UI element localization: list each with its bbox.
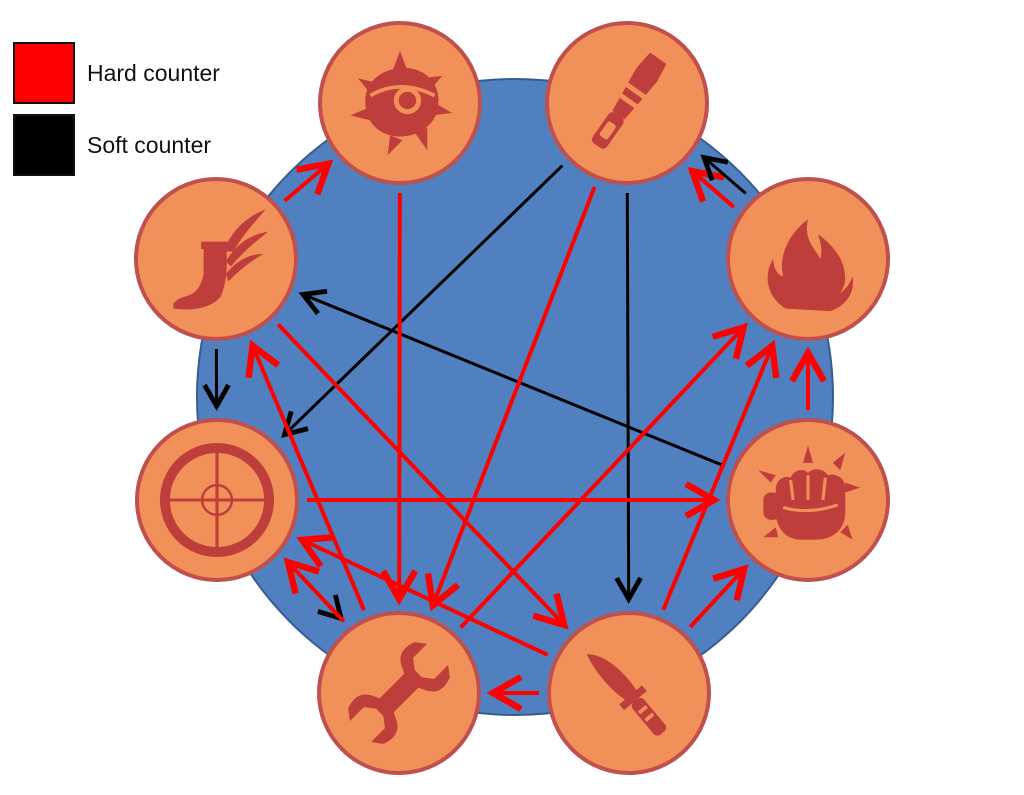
node-scout: [134, 177, 298, 341]
legend-hard-counter: Hard counter: [13, 42, 220, 104]
edge-hard-spy-to-sniper: [296, 534, 549, 657]
node-sniper: [135, 418, 299, 582]
node-spy: [547, 611, 711, 775]
class-nodes: [134, 21, 890, 775]
edge-hard-engineer-to-scout: [245, 339, 366, 611]
node-soldier: [545, 21, 709, 185]
edge-hard-demoman-to-engineer: [380, 192, 418, 606]
legend-soft-swatch: [13, 114, 75, 176]
legend-soft-counter: Soft counter: [13, 114, 211, 176]
node-demoman: [318, 21, 482, 185]
edge-soft-heavy-to-scout: [298, 288, 726, 468]
node-heavy: [726, 418, 890, 582]
edge-hard-scout-to-spy: [276, 322, 569, 630]
edge-soft-soldier-to-sniper: [281, 164, 564, 438]
node-pyro: [726, 177, 890, 341]
legend-hard-swatch: [13, 42, 75, 104]
edge-hard-soldier-to-engineer: [424, 186, 597, 612]
counter-edges: [202, 154, 827, 712]
edge-hard-pyro-to-soldier: [687, 166, 736, 209]
edge-hard-spy-to-pyro: [661, 339, 780, 611]
edge-soft-pyro-to-soldier: [700, 154, 747, 195]
edge-soft-soldier-to-spy: [614, 192, 643, 604]
legend-hard-label: Hard counter: [87, 59, 220, 86]
edge-hard-engineer-to-sniper: [283, 557, 346, 623]
node-engineer: [317, 611, 481, 775]
crosshair-icon: [165, 448, 269, 552]
edge-hard-spy-to-heavy: [688, 564, 749, 629]
edge-hard-scout-to-demoman: [283, 159, 334, 203]
edge-hard-engineer-to-pyro: [459, 322, 748, 629]
legend-soft-label: Soft counter: [87, 131, 212, 158]
